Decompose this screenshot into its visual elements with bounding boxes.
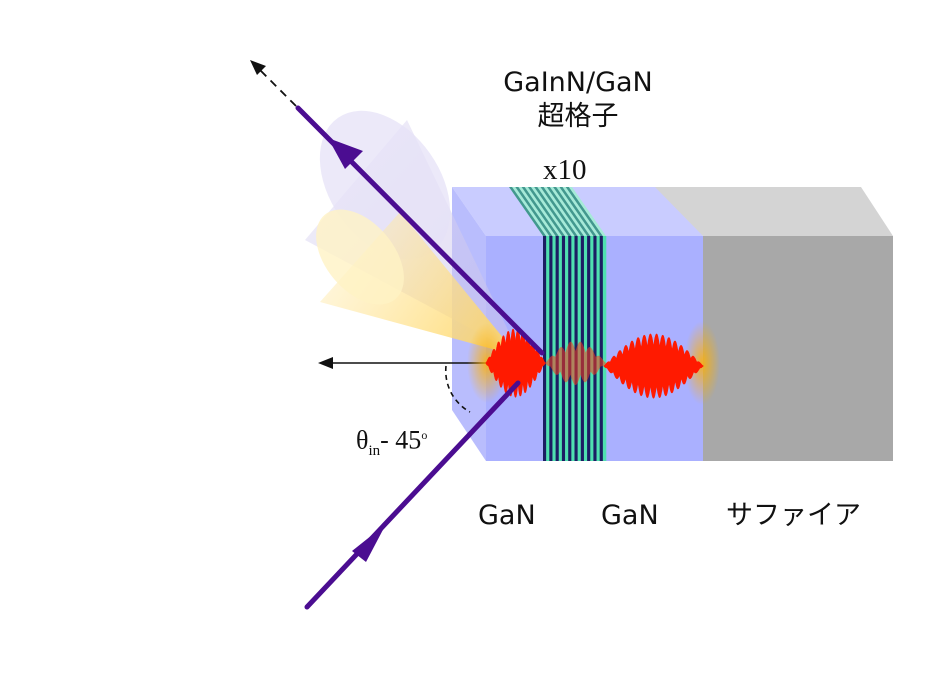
superlattice-stripe: [543, 236, 547, 461]
superlattice-stripe: [599, 236, 604, 461]
emission-cone-yellow: [316, 209, 518, 356]
surface-normal-arrow-icon: [318, 357, 486, 369]
superlattice-stripe: [590, 236, 594, 461]
layer-label-gan-left: GaN: [478, 500, 536, 531]
reflected-beam: [250, 60, 545, 356]
superlattice-stripe: [574, 236, 578, 461]
superlattice-stripe-top: [512, 187, 550, 236]
superlattice-stripe-top: [524, 187, 562, 236]
superlattice-title: GaInN/GaN: [503, 67, 653, 98]
superlattice-stripe-top: [521, 187, 559, 236]
incident-beam: [304, 380, 521, 610]
sapphire-layer: [640, 187, 893, 461]
angle-degree: o: [421, 428, 428, 442]
repeat-count: x10: [543, 154, 587, 186]
superlattice-stripe: [561, 236, 566, 461]
angle-value: - 45: [380, 425, 422, 455]
angle-symbol: θ: [356, 425, 369, 455]
incident-arrow-icon: [352, 524, 386, 562]
incidence-angle-label: θin- 45o: [356, 420, 427, 466]
superlattice-stripe: [602, 236, 607, 461]
superlattice-subtitle: 超格子: [537, 101, 619, 132]
layer-label-sapphire: サファイア: [726, 500, 861, 531]
angle-subscript: in: [368, 442, 381, 459]
superlattice-stripe-top: [527, 187, 566, 236]
layer-label-gan-middle: GaN: [601, 500, 659, 531]
angle-arc: [444, 365, 471, 413]
superlattice-stripe: [593, 236, 597, 461]
superlattice-stripe-top: [518, 187, 556, 236]
superlattice-stripe-top: [537, 187, 575, 236]
superlattice-stripe: [555, 236, 560, 461]
superlattice-stripe: [549, 236, 553, 461]
superlattice-stripe-top: [546, 187, 584, 236]
superlattice-stripe-top: [515, 187, 553, 236]
superlattice-stripe: [583, 236, 588, 461]
superlattice-stripe-top: [549, 187, 588, 236]
superlattice-stripe-top: [543, 187, 581, 236]
superlattice-stripe-top: [540, 187, 578, 236]
superlattice-stripe-top: [559, 187, 597, 236]
superlattice-stripe-top: [562, 187, 600, 236]
superlattice-stripe-top: [509, 187, 547, 236]
superlattice-stripe-top: [553, 187, 591, 236]
superlattice-stripe: [596, 236, 600, 461]
superlattice-stripe-top: [531, 187, 569, 236]
reflected-arrow-icon: [328, 138, 363, 169]
wave-packets: [485, 328, 704, 399]
superlattice-stripe: [552, 236, 556, 461]
superlattice-top: [509, 187, 606, 236]
superlattice-stripe-top: [556, 187, 594, 236]
superlattice-stripe: [546, 236, 550, 461]
superlattice-stripe-top: [565, 187, 603, 236]
superlattice-stripe-top: [568, 187, 606, 236]
superlattice-stripe-top: [534, 187, 572, 236]
